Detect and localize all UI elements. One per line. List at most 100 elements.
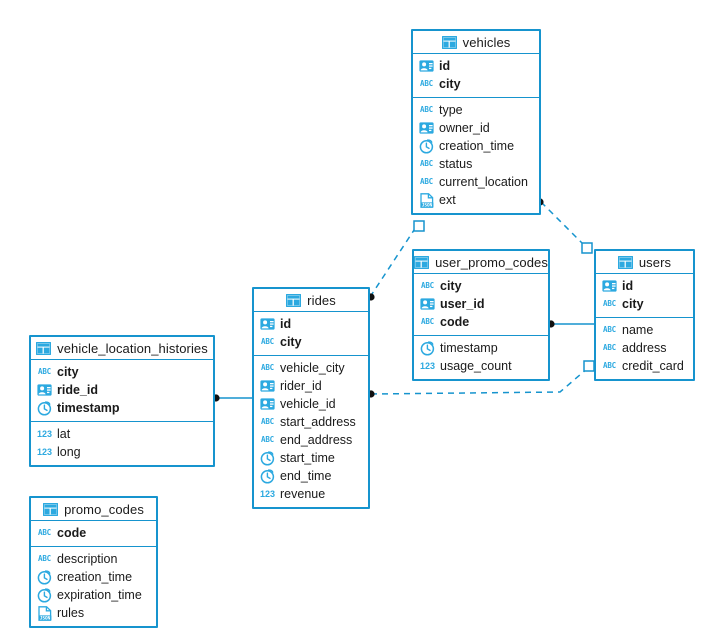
relationship-line xyxy=(540,201,590,251)
field-name: city xyxy=(439,77,461,91)
relationship-vehicles-users[interactable] xyxy=(536,198,593,254)
table-header-vehicle_location_histories[interactable]: vehicle_location_histories xyxy=(31,337,213,360)
field-row-creation_time[interactable]: creation_time xyxy=(413,137,539,155)
abc-text-icon: ABC xyxy=(421,281,434,291)
123-number-icon: 123 xyxy=(36,446,53,457)
clock-icon xyxy=(420,340,435,356)
field-row-expiration_time[interactable]: expiration_time xyxy=(31,586,156,604)
relationship-target-square xyxy=(583,360,595,372)
field-row-start_time[interactable]: start_time xyxy=(254,449,368,467)
table-title: promo_codes xyxy=(64,501,144,517)
field-name: end_time xyxy=(280,469,332,483)
clock-icon xyxy=(260,468,275,484)
table-header-user_promo_codes[interactable]: user_promo_codes xyxy=(414,251,548,274)
field-name: expiration_time xyxy=(57,588,142,602)
field-name: timestamp xyxy=(440,341,498,355)
field-row-owner_id[interactable]: owner_id xyxy=(413,119,539,137)
relationship-target-square xyxy=(413,220,425,232)
abc-text-icon: ABC xyxy=(261,337,274,347)
field-name: long xyxy=(57,445,81,459)
svg-text:JSON: JSON xyxy=(421,202,432,208)
table-header-rides[interactable]: rides xyxy=(254,289,368,312)
json-document-icon: JSON xyxy=(37,605,52,621)
field-name: user_id xyxy=(440,297,485,311)
id-card-icon xyxy=(602,279,617,294)
field-row-id[interactable]: id xyxy=(413,57,539,75)
field-row-city[interactable]: ABC city xyxy=(254,333,368,351)
relationship-target-square xyxy=(581,242,593,254)
table-header-vehicles[interactable]: vehicles xyxy=(413,31,539,54)
field-row-vehicle_id[interactable]: vehicle_id xyxy=(254,395,368,413)
field-name: credit_card xyxy=(622,359,684,373)
field-row-id[interactable]: id xyxy=(254,315,368,333)
field-row-rider_id[interactable]: rider_id xyxy=(254,377,368,395)
abc-text-icon: ABC xyxy=(603,325,616,335)
table-grid-icon xyxy=(286,293,302,308)
svg-text:JSON: JSON xyxy=(39,615,50,621)
field-name: code xyxy=(57,526,87,540)
field-name: current_location xyxy=(439,175,528,189)
field-name: revenue xyxy=(280,487,326,501)
123-number-icon: 123 xyxy=(419,360,436,371)
field-row-end_time[interactable]: end_time xyxy=(254,467,368,485)
abc-text-icon: ABC xyxy=(261,417,274,427)
id-card-icon xyxy=(420,297,435,312)
field-row-id[interactable]: id xyxy=(596,277,693,295)
field-row-timestamp[interactable]: timestamp xyxy=(31,399,213,417)
field-row-name[interactable]: ABC name xyxy=(596,321,693,339)
table-header-users[interactable]: users xyxy=(596,251,693,274)
123-number-icon: 123 xyxy=(259,488,276,499)
field-name: city xyxy=(280,335,302,349)
field-name: lat xyxy=(57,427,71,441)
id-card-icon xyxy=(419,59,434,74)
relationship-upc-users[interactable] xyxy=(547,320,594,328)
field-row-user_id[interactable]: user_id xyxy=(414,295,548,313)
field-name: id xyxy=(622,279,634,293)
table-grid-icon xyxy=(36,341,52,356)
field-row-long[interactable]: 123 long xyxy=(31,443,213,461)
table-header-promo_codes[interactable]: promo_codes xyxy=(31,498,156,521)
field-row-creation_time[interactable]: creation_time xyxy=(31,568,156,586)
field-row-ride_id[interactable]: ride_id xyxy=(31,381,213,399)
field-name: code xyxy=(440,315,470,329)
relationship-vlh-rides[interactable] xyxy=(212,394,252,402)
field-row-revenue[interactable]: 123 revenue xyxy=(254,485,368,503)
field-name: city xyxy=(622,297,644,311)
field-name: name xyxy=(622,323,654,337)
field-row-timestamp[interactable]: timestamp xyxy=(414,339,548,357)
abc-text-icon: ABC xyxy=(261,363,274,373)
